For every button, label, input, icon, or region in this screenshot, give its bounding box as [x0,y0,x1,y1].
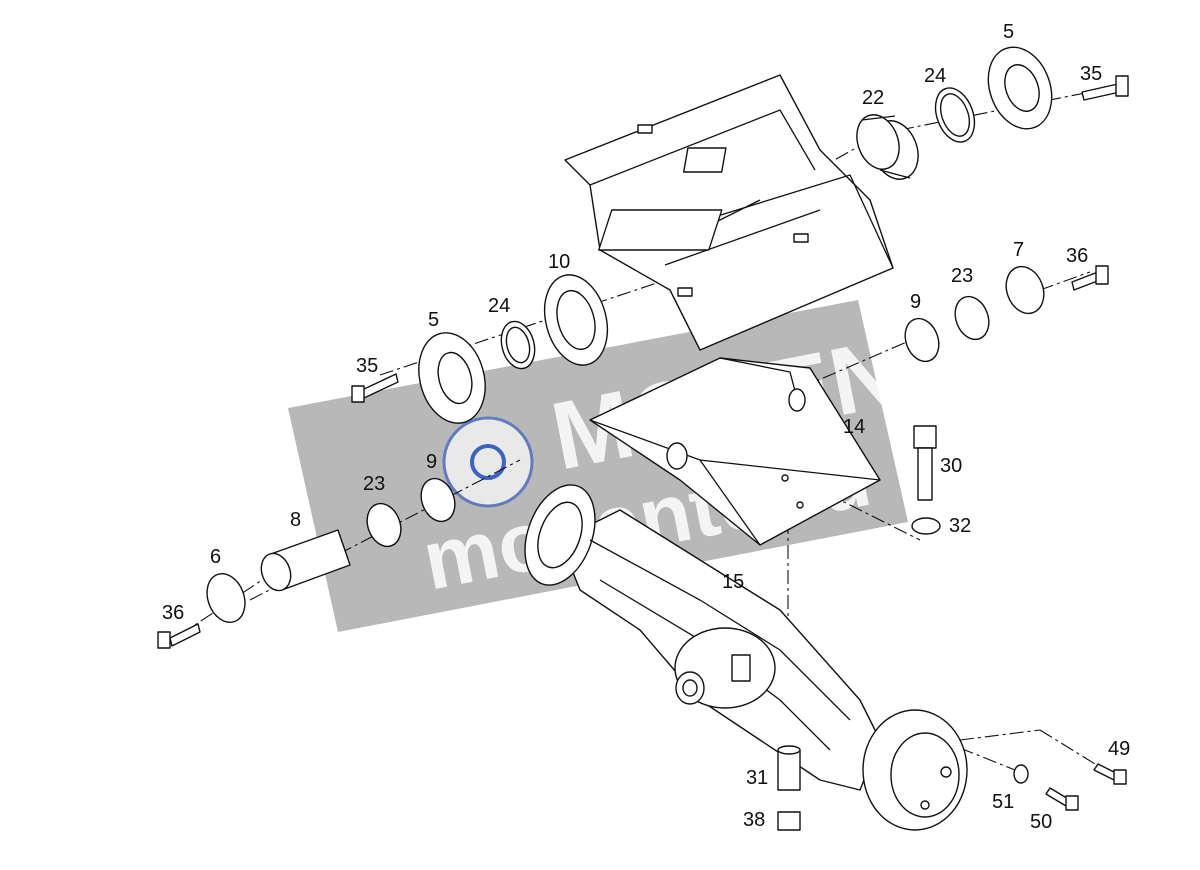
part-5-flange-top [987,46,1053,130]
callout-32: 32 [949,515,971,537]
part-23-ring-left [366,502,402,548]
part-49-bolt [1093,763,1127,785]
callout-10: 10 [548,251,570,273]
part-5-flange-mid [418,332,486,424]
part-24-ring-mid [500,320,536,370]
part-6-cap [206,573,246,623]
callout-6: 6 [210,546,221,568]
part-30-bolt [913,425,937,501]
callout-8: 8 [290,509,301,531]
part-35-bolt-top [1081,75,1129,101]
callout-9-left: 9 [426,451,437,473]
frame-bracket [564,74,894,351]
callout-23-left: 23 [363,473,385,495]
part-36-bolt-left [157,623,201,649]
axle-assembly-15 [524,484,968,831]
callout-24-top: 24 [924,65,946,87]
callout-36-right: 36 [1066,245,1088,267]
callout-9-right: 9 [910,291,921,313]
part-38-nut [777,811,801,831]
callout-30: 30 [940,455,962,477]
callout-24-mid: 24 [488,295,510,317]
callout-35-mid: 35 [356,355,378,377]
callout-35-top: 35 [1080,63,1102,85]
callout-14: 14 [843,416,865,438]
callout-5-mid: 5 [428,309,439,331]
part-24-ring-top [934,87,976,143]
part-36-bolt-right [1071,265,1109,291]
part-9-ring-left [420,477,456,523]
callout-31: 31 [746,767,768,789]
part-22-bushing [856,114,919,180]
part-31-spacer [777,745,801,791]
callout-23-right: 23 [951,265,973,287]
part-9-ring-right [904,317,940,363]
support-bracket-14 [589,357,881,546]
callout-7: 7 [1013,239,1024,261]
callout-5-top: 5 [1003,21,1014,43]
part-23-ring-right [954,295,990,341]
callout-49: 49 [1108,738,1130,760]
part-10-gasket [543,274,609,366]
part-51-washer [1013,764,1029,784]
callout-22: 22 [862,87,884,109]
part-50-bolt [1045,787,1079,811]
callout-51: 51 [992,791,1014,813]
callout-38: 38 [743,809,765,831]
part-7-cap [1005,265,1045,315]
callout-36-left: 36 [162,602,184,624]
callout-50: 50 [1030,811,1052,833]
part-35-bolt-mid [351,373,399,403]
part-32-washer [911,517,941,535]
part-8-sleeve [260,529,351,592]
callout-15: 15 [722,571,744,593]
callouts: 5 35 24 22 10 5 24 35 7 36 23 9 14 30 32… [162,21,1130,833]
